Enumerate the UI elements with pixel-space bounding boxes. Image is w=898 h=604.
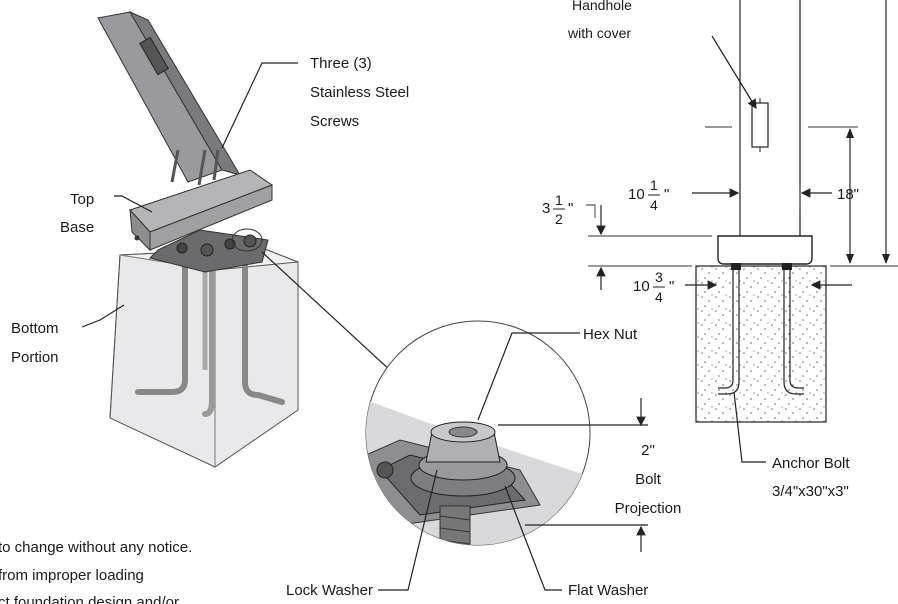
label-screws-line2: Stainless Steel — [310, 84, 409, 101]
label-bolt-projection-line2: Bolt — [635, 471, 662, 488]
base-plate-3d — [149, 228, 269, 273]
label-bolt-projection-line1: 2" — [641, 442, 655, 459]
dim-3-1-2-unit: " — [568, 200, 573, 217]
zoom-leaders — [378, 332, 648, 591]
label-anchor-bolt-line2: 3/4"x30"x3" — [772, 483, 849, 500]
label-screws-line3: Screws — [310, 113, 359, 130]
dim-10-1-4-num: 1 — [650, 177, 658, 193]
dim-10-3-4: 10 3 4 " — [633, 269, 674, 305]
label-anchor-bolt-line1: Anchor Bolt — [772, 455, 850, 472]
label-lock-washer: Lock Washer — [286, 582, 373, 599]
dim-10-3-4-den: 4 — [655, 289, 663, 305]
foundation-block-3d — [109, 247, 299, 468]
label-bottom-portion-line1: Bottom — [11, 320, 59, 337]
elevation-drawing — [588, 0, 898, 463]
dim-10-1-4-whole: 10 — [628, 186, 645, 203]
label-handhole-line2: with cover — [567, 25, 631, 41]
dim-10-1-4-den: 4 — [650, 197, 658, 213]
tilted-pole-3d — [97, 10, 274, 252]
note-line-3: ct foundation design and/or — [0, 594, 179, 604]
label-handhole-line1: Handhole — [572, 0, 632, 13]
dim-10-3-4-whole: 10 — [633, 278, 650, 295]
label-flat-washer: Flat Washer — [568, 582, 648, 599]
zoom-detail — [365, 320, 591, 546]
dim-10-1-4: 10 1 4 " — [628, 177, 669, 213]
dim-3-1-2-whole: 3 — [542, 200, 550, 217]
label-hex-nut: Hex Nut — [583, 326, 638, 343]
dim-3-1-2-num: 1 — [555, 192, 563, 208]
note-line-1: to change without any notice. — [0, 539, 192, 556]
dim-18: 18" — [837, 186, 859, 203]
note-line-2: from improper loading — [0, 567, 144, 584]
dim-10-3-4-num: 3 — [655, 269, 663, 285]
label-screws-line1: Three (3) — [310, 55, 372, 72]
left-leaders — [81, 62, 393, 373]
dim-3-1-2-den: 2 — [555, 211, 563, 227]
dim-10-1-4-unit: " — [664, 186, 669, 203]
label-bottom-portion-line2: Portion — [11, 349, 59, 366]
dim-3-1-2: 3 1 2 " — [542, 192, 596, 227]
label-top-base-line2: Base — [60, 219, 94, 236]
label-bolt-projection-line3: Projection — [615, 500, 682, 517]
label-top-base-line1: Top — [70, 191, 94, 208]
dim-10-3-4-unit: " — [669, 278, 674, 295]
